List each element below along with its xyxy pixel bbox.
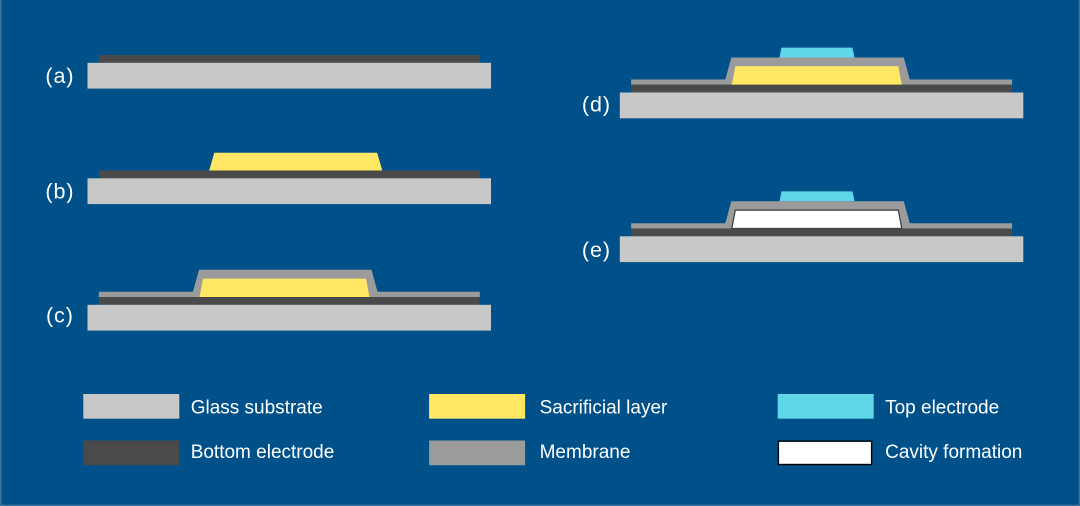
svg-text:Top electrode: Top electrode xyxy=(885,397,999,418)
svg-text:(e): (e) xyxy=(582,238,611,262)
svg-text:(b): (b) xyxy=(45,179,74,203)
svg-text:Sacrificial layer: Sacrificial layer xyxy=(540,397,668,418)
svg-text:(c): (c) xyxy=(46,304,74,328)
svg-text:Glass substrate: Glass substrate xyxy=(191,397,323,418)
svg-text:(a): (a) xyxy=(45,64,74,88)
svg-text:(d): (d) xyxy=(582,93,611,117)
svg-text:Bottom electrode: Bottom electrode xyxy=(191,442,335,463)
svg-text:Cavity formation: Cavity formation xyxy=(885,442,1022,463)
svg-text:Membrane: Membrane xyxy=(540,442,631,463)
